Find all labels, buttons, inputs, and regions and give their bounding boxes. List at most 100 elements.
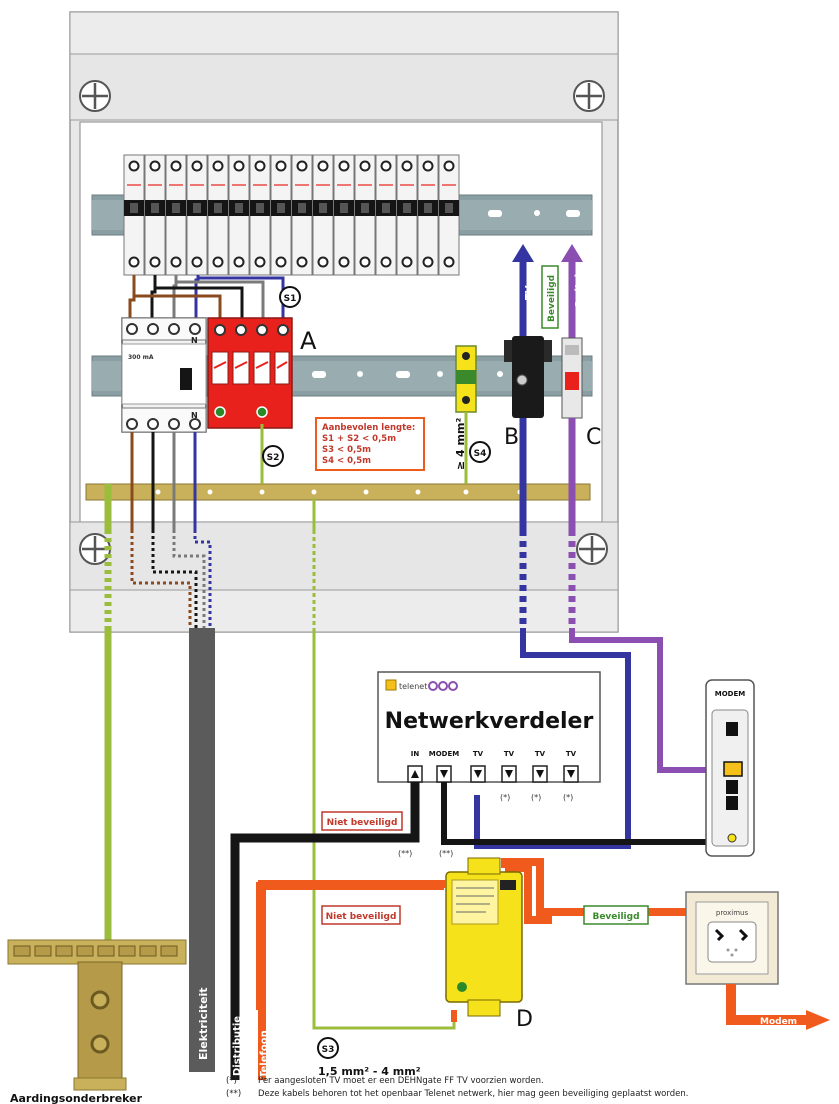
- screw-icon: [79, 80, 111, 112]
- switch-cable-label: Switch: [574, 270, 585, 308]
- circuit-breaker: [123, 154, 145, 276]
- protected-phone-line: [501, 858, 686, 916]
- tv-protector-b: [474, 244, 631, 849]
- s3-badge: S3: [317, 1037, 339, 1059]
- earth-bar-hole: [207, 489, 213, 495]
- modem-phone-line: [726, 984, 808, 1025]
- earth-bar-hole: [463, 489, 469, 495]
- label-a: A: [300, 327, 317, 355]
- svg-text:(**): (**): [439, 849, 453, 858]
- modem-cable: [441, 782, 741, 845]
- telefoon-label: Telefoon: [259, 1030, 270, 1078]
- earth-breaker-label: Aardingsonderbreker: [10, 1092, 143, 1104]
- svg-text:S3 < 0,5m: S3 < 0,5m: [322, 445, 371, 455]
- screw-icon: [573, 80, 605, 112]
- terminal-slot: [118, 945, 136, 957]
- splitter-port-label: TV: [566, 750, 577, 758]
- terminal-slot: [34, 945, 52, 957]
- elektriciteit-label: Elektriciteit: [197, 987, 210, 1060]
- arrow-down-icon: [505, 770, 513, 778]
- splitter-port-label: TV: [535, 750, 546, 758]
- residual-current-device: 300 mA N N: [121, 317, 207, 433]
- earth-bar-hole: [155, 489, 161, 495]
- splitter-port: [436, 765, 452, 783]
- svg-text:S4: S4: [474, 449, 487, 459]
- svg-text:S4 < 0,5m: S4 < 0,5m: [322, 456, 371, 466]
- circuit-breaker: [333, 154, 355, 276]
- splitter-port: [407, 765, 423, 783]
- splitter-port: [563, 765, 579, 783]
- circuit-breaker-row: [123, 154, 460, 276]
- svg-text:(*): (*): [226, 1076, 237, 1086]
- feeder-wires: [128, 275, 285, 322]
- neutral-label: N: [191, 336, 198, 345]
- circuit-breaker: [291, 154, 313, 276]
- svg-text:Per aangesloten TV moet er een: Per aangesloten TV moet er een DEHNgate …: [258, 1076, 544, 1086]
- svg-text:(**): (**): [226, 1089, 241, 1099]
- svg-text:S2: S2: [267, 453, 280, 463]
- telenet-logo: telenet: [399, 682, 427, 691]
- screw-icon: [79, 533, 111, 565]
- svg-text:Aanbevolen lengte:: Aanbevolen lengte:: [322, 423, 415, 433]
- cross-section-label: ≥ 4 mm²: [454, 418, 467, 470]
- electricity-cable: Elektriciteit: [189, 628, 215, 1072]
- beveiligd-tag-vertical: Beveiligd: [541, 265, 559, 329]
- splitter-port: [501, 765, 517, 783]
- terminal-slot: [55, 945, 73, 957]
- terminal-slot: [13, 945, 31, 957]
- svg-text:(*): (*): [531, 793, 541, 802]
- arrow-down-icon: [474, 770, 482, 778]
- s1-badge: S1: [279, 286, 301, 308]
- label-b: B: [504, 425, 519, 450]
- rcd-rating: 300 mA: [128, 354, 154, 361]
- circuit-breaker: [417, 154, 439, 276]
- svg-text:Deze kabels behoren tot het op: Deze kabels behoren tot het openbaar Tel…: [258, 1089, 688, 1099]
- arrow-down-icon: [440, 770, 448, 778]
- svg-text:Niet beveiligd: Niet beveiligd: [326, 912, 397, 922]
- svg-text:Beveiligd: Beveiligd: [547, 275, 557, 322]
- svg-text:(**): (**): [398, 849, 412, 858]
- terminal-slot: [97, 945, 115, 957]
- svg-text:S1 + S2 < 0,5m: S1 + S2 < 0,5m: [322, 434, 396, 444]
- neutral-label: N: [191, 411, 198, 420]
- s4-badge: S4: [469, 441, 491, 463]
- screw-icon: [576, 533, 608, 565]
- splitter-port: [470, 765, 486, 783]
- network-protector-c: [561, 244, 730, 773]
- surge-arrester-a: [207, 317, 293, 429]
- distributie-label: Distributie: [232, 1016, 243, 1076]
- phone-jack-icon: [738, 928, 749, 942]
- svg-text:(*): (*): [500, 793, 510, 802]
- circuit-breaker: [270, 154, 292, 276]
- phone-jack-icon: [714, 928, 725, 942]
- circuit-breaker: [186, 154, 208, 276]
- arrow-down-icon: [567, 770, 575, 778]
- phone-socket: proximus: [685, 891, 779, 985]
- arrow-up-icon: [411, 770, 419, 778]
- niet-beveiligd-tag-1: Niet beveiligd: [321, 811, 403, 831]
- splitter-port: [532, 765, 548, 783]
- s2-badge: S2: [262, 445, 284, 467]
- svg-text:(*): (*): [563, 793, 573, 802]
- circuit-breaker: [312, 154, 334, 276]
- label-d: D: [516, 1007, 533, 1032]
- circuit-breaker: [228, 154, 250, 276]
- circuit-breaker: [354, 154, 376, 276]
- terminal-slot: [76, 945, 94, 957]
- circuit-breaker: [249, 154, 271, 276]
- label-c: C: [586, 425, 601, 450]
- earth-bar-hole: [311, 489, 317, 495]
- footnotes: (*) Per aangesloten TV moet er een DEHNg…: [226, 1076, 688, 1099]
- circuit-breaker: [438, 154, 460, 276]
- cable-range-label: 1,5 mm² - 4 mm²: [318, 1065, 421, 1078]
- svg-text:S3: S3: [322, 1045, 335, 1055]
- svg-text:Beveiligd: Beveiligd: [592, 912, 639, 922]
- earth-busbar: [85, 483, 591, 501]
- circuit-breaker: [396, 154, 418, 276]
- earth-breaker: [7, 939, 187, 1091]
- modem: MODEM: [705, 679, 755, 857]
- svg-text:S1: S1: [284, 294, 297, 304]
- arrow-down-icon: [536, 770, 544, 778]
